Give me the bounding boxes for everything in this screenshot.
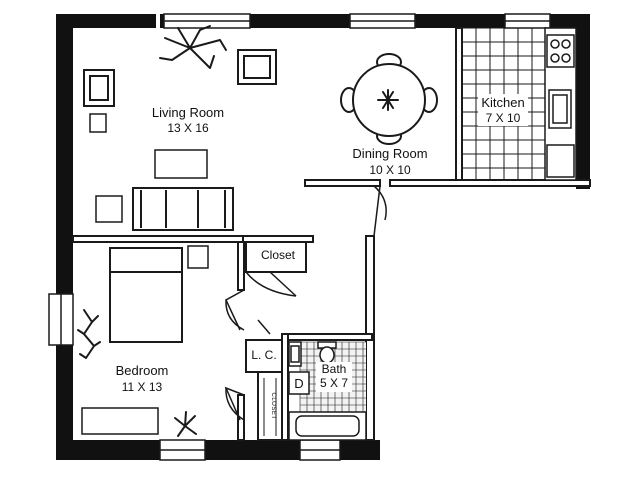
plant-icon: [159, 25, 227, 69]
bath-label-backdrop: [316, 362, 352, 392]
door-swings: [224, 185, 387, 421]
room-size-bath: 5 X 7: [320, 376, 348, 390]
dryer-box: [288, 371, 310, 395]
linen-closet-label: L. C.: [251, 348, 276, 362]
room-size-living: 13 X 16: [167, 121, 209, 135]
room-name-bath: Bath: [322, 362, 347, 376]
room-name-dining: Dining Room: [352, 146, 427, 161]
room-name-bedroom: Bedroom: [116, 363, 169, 378]
room-size-dining: 10 X 10: [369, 163, 411, 177]
toilet-icon: [317, 341, 337, 364]
centerpiece-icon: [377, 89, 399, 111]
plant-icon: [174, 411, 197, 437]
room-name-living: Living Room: [152, 105, 224, 120]
kitchen-label-backdrop: [478, 94, 528, 126]
sink-icon: [548, 89, 572, 129]
stove-icon: [546, 34, 575, 68]
refrigerator-icon: [546, 144, 575, 178]
bathtub-icon: [288, 411, 367, 441]
dryer-label: D: [294, 376, 303, 391]
bedroom-closet-label: CLOSET: [270, 392, 276, 419]
end-table-icon: [95, 195, 123, 223]
closet-rod: [263, 378, 277, 436]
sofa-icon: [132, 187, 234, 231]
room-name-kitchen: Kitchen: [481, 95, 524, 110]
interior-walls: [72, 27, 591, 441]
plant-icon: [77, 309, 101, 359]
room-size-kitchen: 7 X 10: [486, 111, 521, 125]
windows: [48, 13, 551, 461]
closet-label: Closet: [261, 248, 296, 262]
armchair-icon: [237, 49, 277, 85]
coffee-table-icon: [154, 149, 208, 179]
exterior-walls: [56, 14, 590, 460]
dresser-icon: [81, 407, 159, 435]
armchair-icon: [83, 69, 115, 107]
room-size-bedroom: 11 X 13: [122, 380, 163, 394]
vanity-icon: [288, 341, 302, 367]
bed-icon: [109, 247, 183, 343]
nightstand-icon: [187, 245, 209, 269]
end-table-icon: [89, 113, 107, 133]
